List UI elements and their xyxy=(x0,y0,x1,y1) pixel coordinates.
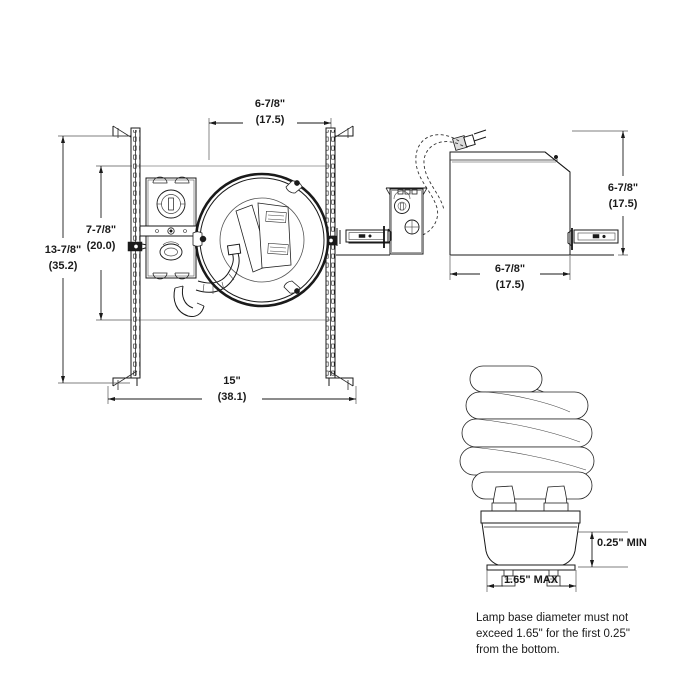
junction-box-plan xyxy=(139,176,208,280)
hanger-bar-left-clip xyxy=(127,241,153,252)
dim-plan-top-width-metric: (17.5) xyxy=(256,114,285,126)
cable-connector-side xyxy=(452,129,487,151)
plan-view: 6-7/8" (17.5) xyxy=(45,98,397,404)
hanger-bar-left-side xyxy=(345,226,392,248)
side-elevation-view: 6-7/8" (17.5) 6-7/8" (17.5) xyxy=(336,129,638,291)
can-clips-plan xyxy=(192,180,303,294)
dim-lamp-base-height-label: 0.25" MIN xyxy=(597,537,647,549)
dim-plan-overall-height-imperial: 13-7/8" xyxy=(45,244,81,256)
dim-plan-bar-span-metric: (38.1) xyxy=(218,391,247,403)
dim-side-height-imperial: 6-7/8" xyxy=(608,182,638,194)
hanger-bar-right-clip xyxy=(323,235,338,246)
dim-plan-inner-height-imperial: 7-7/8" xyxy=(86,224,116,236)
dim-side-height-metric: (17.5) xyxy=(609,198,638,210)
dim-plan-overall-height-metric: (35.2) xyxy=(49,260,78,272)
can-housing-plan xyxy=(192,172,330,308)
flex-conduit-plan xyxy=(195,243,242,294)
can-body-side xyxy=(449,151,571,256)
lamp-note-line-3: from the bottom. xyxy=(476,644,560,656)
dimension-plan-overall-height: 13-7/8" (35.2) xyxy=(45,135,130,384)
lamp-tube-legs xyxy=(491,485,569,513)
flex-cable-side xyxy=(415,134,464,237)
dimension-lamp-base-height: 0.25" MIN xyxy=(578,531,647,568)
lamp-base-housing xyxy=(480,510,581,567)
lamp-note-line-2: exceed 1.65" for the first 0.25" xyxy=(476,628,630,640)
lamp-gu24-pins xyxy=(486,564,576,587)
dim-side-width-imperial: 6-7/8" xyxy=(495,263,525,275)
cable-pigtail-plan xyxy=(173,285,205,317)
dim-lamp-base-diameter-label: 1.65" MAX xyxy=(504,574,559,586)
lamp-spiral-tube xyxy=(459,365,595,500)
dimension-lamp-base-diameter: 1.65" MAX xyxy=(486,570,577,592)
lamp-note-line-1: Lamp base diameter must not xyxy=(476,612,629,624)
dimension-plan-bar-span: 15" (38.1) xyxy=(107,375,357,404)
hanger-bar-right xyxy=(323,125,354,390)
dim-plan-top-width-imperial: 6-7/8" xyxy=(255,98,285,110)
dimension-plan-inner-height: 7-7/8" (20.0) xyxy=(86,165,132,321)
dim-plan-bar-span-imperial: 15" xyxy=(223,375,240,387)
lamp-note-caption: Lamp base diameter must not exceed 1.65"… xyxy=(476,612,630,656)
dim-plan-inner-height-metric: (20.0) xyxy=(87,240,116,252)
junction-box-side xyxy=(385,187,428,255)
dimension-plan-top-width: 6-7/8" (17.5) xyxy=(208,98,332,160)
socket-bracket-plan xyxy=(235,202,292,273)
hanger-bar-right-side xyxy=(567,228,619,250)
cfl-lamp-detail: 0.25" MIN 1.65" MAX Lamp base diameter m… xyxy=(459,365,647,656)
dimension-side-width: 6-7/8" (17.5) xyxy=(449,256,571,291)
hanger-bar-left xyxy=(112,125,153,390)
dim-side-width-metric: (17.5) xyxy=(496,279,525,291)
dimension-side-height: 6-7/8" (17.5) xyxy=(572,130,638,256)
housing-outline-plan xyxy=(135,165,331,321)
